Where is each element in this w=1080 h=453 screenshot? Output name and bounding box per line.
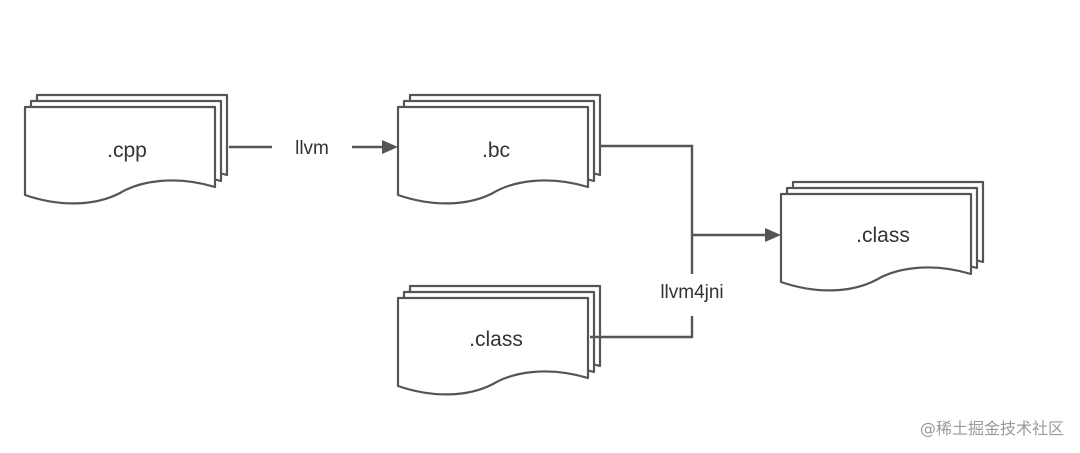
edge-label-llvm: llvm	[295, 138, 329, 159]
edge-llvm: llvm	[229, 132, 398, 162]
arrow-head-icon	[382, 140, 398, 154]
doc-stack-bc: .bc	[396, 93, 602, 205]
watermark: @稀土掘金技术社区	[919, 419, 1064, 438]
doc-stack-cpp: .cpp	[23, 93, 229, 205]
edge-llvm4jni: llvm4jni	[590, 144, 781, 339]
doc-label-bc: .bc	[482, 139, 510, 162]
edge-label-llvm4jni: llvm4jni	[660, 282, 723, 303]
doc-label-class-input: .class	[469, 328, 523, 351]
doc-stack-class-input: .class	[396, 284, 602, 396]
doc-label-class-output: .class	[856, 224, 910, 247]
doc-stack-class-output: .class	[779, 180, 985, 292]
arrow-head-icon	[765, 228, 781, 242]
doc-label-cpp: .cpp	[107, 139, 147, 162]
